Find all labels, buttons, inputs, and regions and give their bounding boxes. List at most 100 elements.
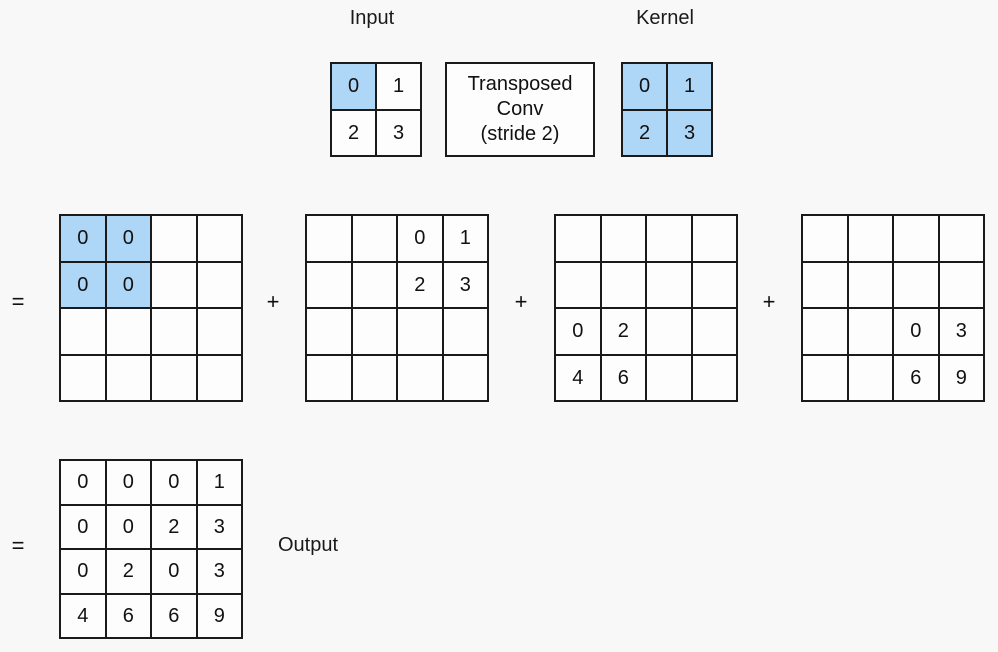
matrix-cell (306, 215, 352, 262)
matrix-cell: 6 (893, 354, 939, 401)
matrix-cell: 3 (442, 261, 488, 308)
matrix-cell (847, 308, 893, 355)
matrix-cell (442, 308, 488, 355)
matrix-cell (351, 215, 397, 262)
matrix-cell (351, 261, 397, 308)
matrix-cell (306, 354, 352, 401)
matrix-cell: 4 (555, 354, 601, 401)
matrix-cell: 0 (151, 460, 197, 505)
kernel-label: Kernel (636, 7, 694, 29)
matrix-cell (802, 215, 848, 262)
matrix-cell: 0 (893, 308, 939, 355)
matrix-cell (600, 261, 646, 308)
plus-sign-1: + (266, 289, 280, 314)
matrix-cell (196, 215, 242, 262)
matrix-cell (938, 261, 984, 308)
matrix-cell (306, 308, 352, 355)
matrix-cell (691, 354, 737, 401)
matrix-cell: 6 (151, 593, 197, 638)
matrix-cell: 4 (60, 593, 106, 638)
matrix-cell (151, 308, 197, 355)
matrix-cell (196, 261, 242, 308)
matrix-cell (196, 308, 242, 355)
matrix-cell: 2 (622, 109, 667, 156)
matrix-cell: 0 (60, 504, 106, 549)
matrix-cell: 0 (105, 261, 151, 308)
matrix-cell (151, 261, 197, 308)
matrix-cell (802, 308, 848, 355)
matrix-cell (646, 261, 692, 308)
matrix-cell: 3 (196, 549, 242, 594)
matrix-cell: 6 (105, 593, 151, 638)
proc-line-1: Transposed (467, 73, 573, 95)
output-label: Output (278, 534, 339, 556)
matrix-cell (893, 261, 939, 308)
matrix-cell (847, 261, 893, 308)
matrix-cell (196, 354, 242, 401)
matrix-cell (691, 261, 737, 308)
plus-sign-3: + (762, 289, 776, 314)
matrix-cell (600, 215, 646, 262)
matrix-cell (646, 354, 692, 401)
matrix-cell: 0 (397, 215, 443, 262)
equals-sign-output: = (11, 533, 25, 558)
matrix-cell (397, 354, 443, 401)
input-label: Input (349, 7, 395, 29)
matrix-cell (555, 261, 601, 308)
matrix-cell (802, 354, 848, 401)
matrix-cell: 9 (938, 354, 984, 401)
matrix-cell: 3 (667, 109, 712, 156)
matrix-cell: 0 (105, 460, 151, 505)
matrix-cell (351, 354, 397, 401)
matrix-cell (60, 354, 106, 401)
matrix-cell: 0 (60, 549, 106, 594)
matrix-cell (691, 308, 737, 355)
matrix-cell: 1 (442, 215, 488, 262)
matrix-cell (646, 215, 692, 262)
matrix-cell: 3 (938, 308, 984, 355)
matrix-cell (351, 308, 397, 355)
matrix-cell: 0 (105, 504, 151, 549)
matrix-cell: 0 (60, 460, 106, 505)
matrix-cell: 3 (376, 109, 421, 156)
matrix-cell: 1 (376, 63, 421, 110)
matrix-cell: 2 (397, 261, 443, 308)
matrix-cell (151, 354, 197, 401)
transposed-conv-box: Transposed Conv (stride 2) (445, 62, 595, 157)
matrix-cell (847, 215, 893, 262)
proc-line-3: (stride 2) (480, 123, 560, 145)
equals-sign-terms: = (11, 289, 25, 314)
matrix-cell: 2 (600, 308, 646, 355)
matrix-cell: 2 (105, 549, 151, 594)
matrix-cell: 3 (196, 504, 242, 549)
matrix-cell (306, 261, 352, 308)
matrix-cell: 0 (331, 63, 376, 110)
matrix-cell (442, 354, 488, 401)
proc-line-2: Conv (496, 98, 544, 120)
matrix-cell (646, 308, 692, 355)
matrix-cell: 0 (622, 63, 667, 110)
matrix-cell: 0 (60, 215, 106, 262)
matrix-cell (802, 261, 848, 308)
matrix-cell: 0 (60, 261, 106, 308)
matrix-cell (105, 308, 151, 355)
matrix-cell (397, 308, 443, 355)
matrix-cell (151, 215, 197, 262)
matrix-cell (691, 215, 737, 262)
matrix-cell: 0 (555, 308, 601, 355)
matrix-cell (105, 354, 151, 401)
matrix-cell: 2 (151, 504, 197, 549)
matrix-cell: 0 (105, 215, 151, 262)
matrix-cell: 1 (196, 460, 242, 505)
matrix-cell: 1 (667, 63, 712, 110)
matrix-cell (938, 215, 984, 262)
matrix-cell (555, 215, 601, 262)
matrix-cell (847, 354, 893, 401)
